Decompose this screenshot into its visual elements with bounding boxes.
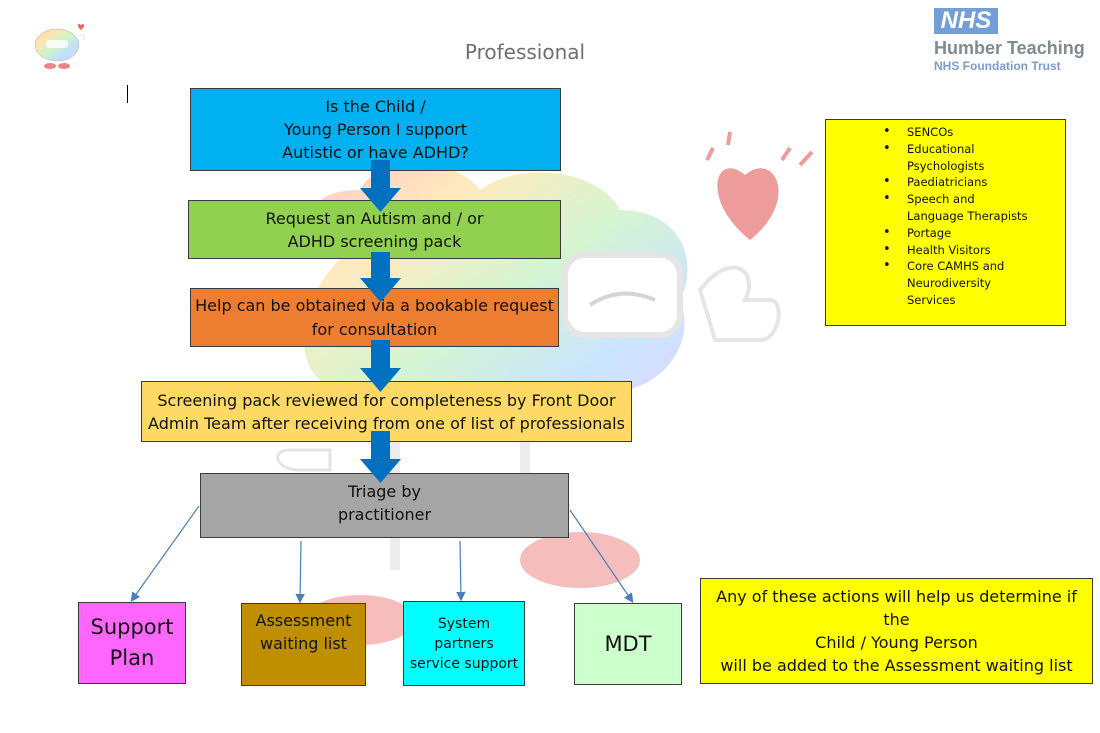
outcome-system-partners: System partners service support	[403, 601, 525, 686]
list-item: Paediatricians	[826, 174, 1100, 191]
note-box: Any of these actions will help us determ…	[700, 578, 1093, 684]
connector-assessment	[295, 540, 305, 604]
list-item: Core CAMHS and Neurodiversity Services	[826, 258, 1100, 308]
flow-step-request-pack: Request an Autism and / or ADHD screenin…	[188, 200, 561, 259]
down-arrow-icon	[360, 340, 401, 392]
list-item: Educational Psychologists	[826, 141, 1100, 175]
connector-support-plan	[130, 505, 200, 602]
flow-step-triage: Triage by practitioner	[200, 473, 569, 538]
down-arrow-icon	[360, 431, 401, 483]
text-cursor	[127, 85, 128, 103]
connector-system-partners	[456, 540, 466, 602]
nhs-badge: NHS	[934, 8, 998, 34]
professionals-list: SENCOs Educational Psychologists Paediat…	[826, 120, 1065, 309]
page-title: Professional	[464, 40, 586, 64]
outcome-support-plan: Support Plan	[78, 602, 186, 684]
list-item: Portage	[826, 225, 1100, 242]
flow-step-consultation: Help can be obtained via a bookable requ…	[190, 288, 559, 347]
list-item: Health Visitors	[826, 242, 1100, 259]
mascot-icon	[34, 23, 85, 69]
list-item: SENCOs	[826, 124, 1100, 141]
outcome-assessment-waiting-list: Assessment waiting list	[241, 603, 366, 686]
professionals-list-box: SENCOs Educational Psychologists Paediat…	[825, 119, 1066, 326]
outcome-mdt: MDT	[574, 603, 682, 685]
connector-mdt	[569, 509, 634, 603]
nhs-organisation-subtitle: NHS Foundation Trust	[934, 59, 1061, 73]
list-item: Speech and Language Therapists	[826, 191, 1100, 225]
flow-step-question: Is the Child / Young Person I support Au…	[190, 88, 561, 171]
down-arrow-icon	[360, 160, 401, 212]
nhs-organisation-name: Humber Teaching	[934, 38, 1085, 58]
nhs-logo: NHS Humber Teaching NHS Foundation Trust	[934, 8, 1094, 74]
down-arrow-icon	[360, 252, 401, 302]
